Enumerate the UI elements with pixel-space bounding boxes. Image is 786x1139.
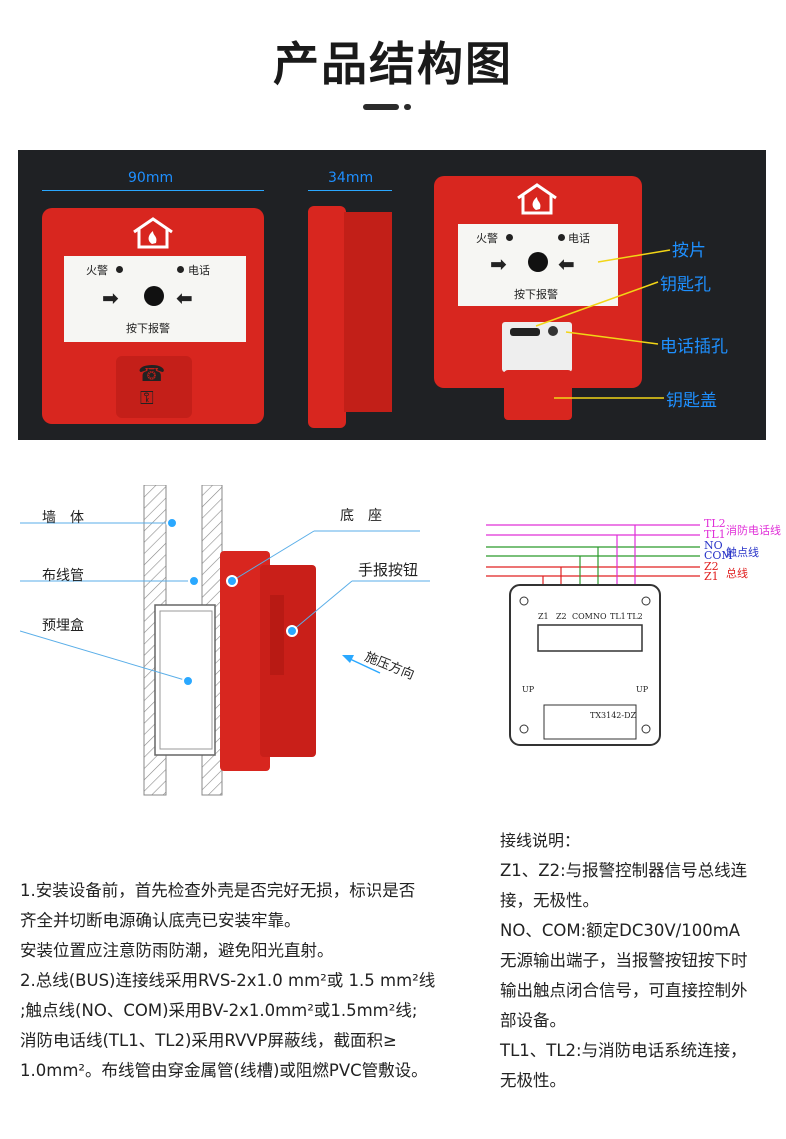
callout-keyhole: 钥匙孔 [660,275,711,295]
front-view-device: 火警 电话 ➡ ⬅ 按下报警 ☎ ⚿ [42,208,264,424]
installation-notes: 1.安装设备前，首先检查外壳是否完好无损，标识是否 齐全并切断电源确认底壳已安装… [20,876,470,1086]
terminal-tl2: TL2 [627,612,643,621]
note-line: ;触点线(NO、COM)采用BV-2x1.0mm²或1.5mm²线; [20,1001,418,1020]
width-dimension: 90mm [128,170,174,186]
phone-label: 电话 [188,264,210,277]
key-socket [502,322,572,372]
label-manual-button: 手报按钮 [358,561,419,579]
width-dim-line [42,190,264,191]
key-cover: ☎ ⚿ [116,356,192,418]
callout-button-plate: 按片 [672,241,706,261]
arrow-left-icon: ⬅ [176,286,193,310]
open-view-device: 火警 电话 ➡ ⬅ 按下报警 [434,176,642,388]
press-dot-icon [144,286,164,306]
arrow-right-icon-2: ➡ [490,252,507,276]
fire-led-icon [116,266,123,273]
wiring-note-line: Z1、Z2:与报警控制器信号总线连 [500,861,748,880]
line-label-z2: Z2 [704,560,719,573]
wiring-diagram: TL2 TL1 NO COM Z2 Z1 消防电话线 触点线 总线 Z1 Z2 … [486,515,786,755]
title-underline-dot [404,104,411,110]
wiring-note-line: 输出触点闭合信号，可直接控制外 [500,981,748,1000]
up-label-left: UP [522,685,535,694]
line-label-z1: Z1 [704,570,719,583]
depth-dim-line [308,190,392,191]
group-label-bus: 总线 [726,567,748,580]
fire-label-2: 火警 [476,232,498,245]
terminal-com: COM [572,612,593,621]
phone-led-icon [177,266,184,273]
house-fire-icon-2 [514,182,560,216]
phone-icon: ☎ [138,362,166,387]
product-photo: 90mm 火警 电话 ➡ ⬅ 按下报警 ☎ ⚿ 34mm 火警 [18,150,766,440]
page-title: 产品结构图 [273,37,513,91]
depth-dimension: 34mm [328,170,374,186]
note-line: 齐全并切断电源确认底壳已安装牢靠。 [20,911,301,930]
label-wall: 墙 体 [42,510,84,526]
terminal-tl1: TL1 [610,612,626,621]
key-cover-open [504,370,572,420]
arrow-right-icon: ➡ [102,286,119,310]
press-label: 按下报警 [126,322,170,335]
model-label: TX3142-DZ [590,711,637,720]
wiring-notes-heading: 接线说明： [500,831,581,850]
arrow-left-icon-2: ⬅ [558,252,575,276]
key-icon: ⚿ [140,388,154,409]
installation-diagram: 墙 体 布线管 预埋盒 底 座 手报按钮 施压方向 [20,485,440,805]
line-label-tl1: TL1 [704,528,726,541]
note-line: 消防电话线(TL1、TL2)采用RVVP屏蔽线，截面积≥ [20,1031,397,1050]
wiring-note-line: 无极性。 [500,1071,566,1090]
group-label-phone: 消防电话线 [726,524,781,537]
wiring-lines [486,524,700,746]
label-base: 底 座 [340,508,382,524]
wiring-note-line: 无源输出端子，当报警按钮按下时 [500,951,748,970]
house-fire-icon [130,216,176,250]
wiring-note-line: 部设备。 [500,1011,566,1030]
label-conduit: 布线管 [42,568,84,584]
press-dot-icon-2 [528,252,548,272]
wiring-notes: 接线说明： Z1、Z2:与报警控制器信号总线连 接，无极性。 NO、COM:额定… [500,826,780,1096]
side-view-base [344,212,392,412]
callout-key-cover: 钥匙盖 [666,391,717,411]
label-embedded-box: 预埋盒 [42,618,84,634]
line-label-com: COM [704,549,733,562]
note-line: 2.总线(BUS)连接线采用RVS-2x1.0 mm²或 1.5 mm²线 [20,971,436,990]
install-drawing [20,485,430,796]
press-label-2: 按下报警 [514,288,558,301]
callout-phone-jack: 电话插孔 [660,337,728,357]
note-line: 1.安装设备前，首先检查外壳是否完好无损，标识是否 [20,881,416,900]
line-label-no: NO [704,539,723,552]
terminal-z2: Z2 [556,612,567,621]
callout-lines [535,249,671,399]
keyhole-icon [510,328,540,336]
title-underline [363,104,399,110]
open-face-panel: 火警 电话 ➡ ⬅ 按下报警 [458,224,618,306]
front-face-panel: 火警 电话 ➡ ⬅ 按下报警 [64,256,246,342]
wiring-note-line: 接，无极性。 [500,891,599,910]
fire-label: 火警 [86,264,108,277]
note-line: 1.0mm²。布线管由穿金属管(线槽)或阻燃PVC管敷设。 [20,1061,428,1080]
wiring-note-line: TL1、TL2:与消防电话系统连接， [500,1041,747,1060]
wiring-note-line: NO、COM:额定DC30V/100mA [500,921,741,940]
line-label-tl2: TL2 [704,517,726,530]
phone-led-icon-2 [558,234,565,241]
terminal-z1: Z1 [538,612,549,621]
fire-led-icon-2 [506,234,513,241]
terminal-no: NO [593,612,607,621]
phone-label-2: 电话 [568,232,590,245]
side-view-device [308,206,346,428]
up-label-right: UP [636,685,649,694]
group-label-contact: 触点线 [726,546,759,559]
phone-jack-icon [548,326,558,336]
note-line: 安装位置应注意防雨防潮，避免阳光直射。 [20,941,334,960]
